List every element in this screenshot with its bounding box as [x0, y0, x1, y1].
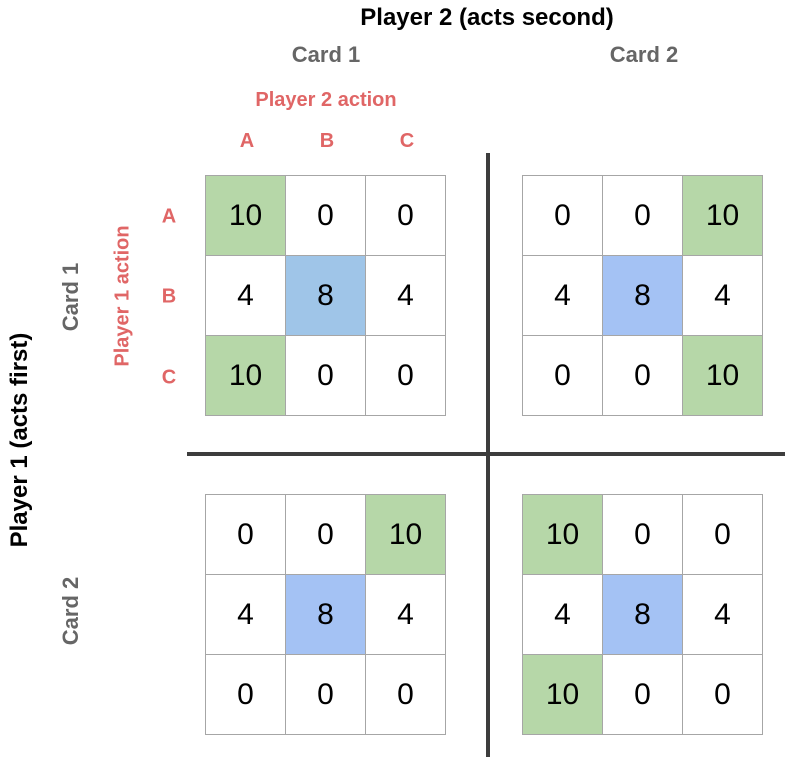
- payoff-cell: 0: [366, 655, 446, 735]
- payoff-cell: 0: [286, 336, 366, 416]
- payoff-cell: 10: [523, 495, 603, 575]
- payoff-cell: 8: [286, 256, 366, 336]
- col-label-b: B: [319, 130, 335, 152]
- payoff-cell: 8: [603, 575, 683, 655]
- payoff-cell: 8: [603, 256, 683, 336]
- player1-card1-label: Card 1: [58, 262, 83, 332]
- payoff-cell: 0: [683, 495, 763, 575]
- player2-card2-label: Card 2: [609, 42, 679, 67]
- payoff-cell: 0: [603, 176, 683, 256]
- col-label-a: A: [239, 130, 255, 152]
- payoff-cell: 0: [286, 495, 366, 575]
- payoff-cell: 10: [683, 336, 763, 416]
- payoff-cell: 4: [366, 256, 446, 336]
- player2-action-label: Player 2 action: [255, 89, 397, 111]
- payoff-cell: 0: [366, 176, 446, 256]
- payoff-cell: 0: [366, 336, 446, 416]
- col-label-c: C: [399, 130, 415, 152]
- payoff-cell: 0: [206, 495, 286, 575]
- payoff-cell: 10: [206, 176, 286, 256]
- player1-title: Player 1 (acts first): [6, 332, 33, 548]
- payoff-cell: 8: [286, 575, 366, 655]
- row-label-b: B: [161, 285, 177, 308]
- payoff-cell: 0: [286, 655, 366, 735]
- payoff-cell: 0: [206, 655, 286, 735]
- row-label-a: A: [161, 205, 177, 228]
- payoff-cell: 0: [523, 176, 603, 256]
- player1-card2-label: Card 2: [58, 576, 83, 646]
- player2-card1-label: Card 1: [291, 42, 361, 67]
- payoff-cell: 4: [523, 575, 603, 655]
- payoff-cell: 4: [523, 256, 603, 336]
- payoff-cell: 4: [206, 575, 286, 655]
- player1-action-label: Player 1 action: [111, 225, 134, 367]
- player2-title: Player 2 (acts second): [360, 4, 614, 31]
- payoff-cell: 4: [683, 256, 763, 336]
- payoff-cell: 4: [206, 256, 286, 336]
- payoff-cell: 0: [603, 655, 683, 735]
- payoff-cell: 0: [286, 176, 366, 256]
- payoff-cell: 4: [683, 575, 763, 655]
- payoff-cell: 4: [366, 575, 446, 655]
- horizontal-divider: [187, 452, 785, 456]
- payoff-cell: 0: [603, 495, 683, 575]
- payoff-cell: 10: [523, 655, 603, 735]
- payoff-cell: 10: [683, 176, 763, 256]
- payoff-cell: 0: [683, 655, 763, 735]
- payoff-cell: 10: [366, 495, 446, 575]
- payoff-cell: 0: [523, 336, 603, 416]
- payoff-cell: 10: [206, 336, 286, 416]
- row-label-c: C: [161, 366, 177, 389]
- payoff-cell: 0: [603, 336, 683, 416]
